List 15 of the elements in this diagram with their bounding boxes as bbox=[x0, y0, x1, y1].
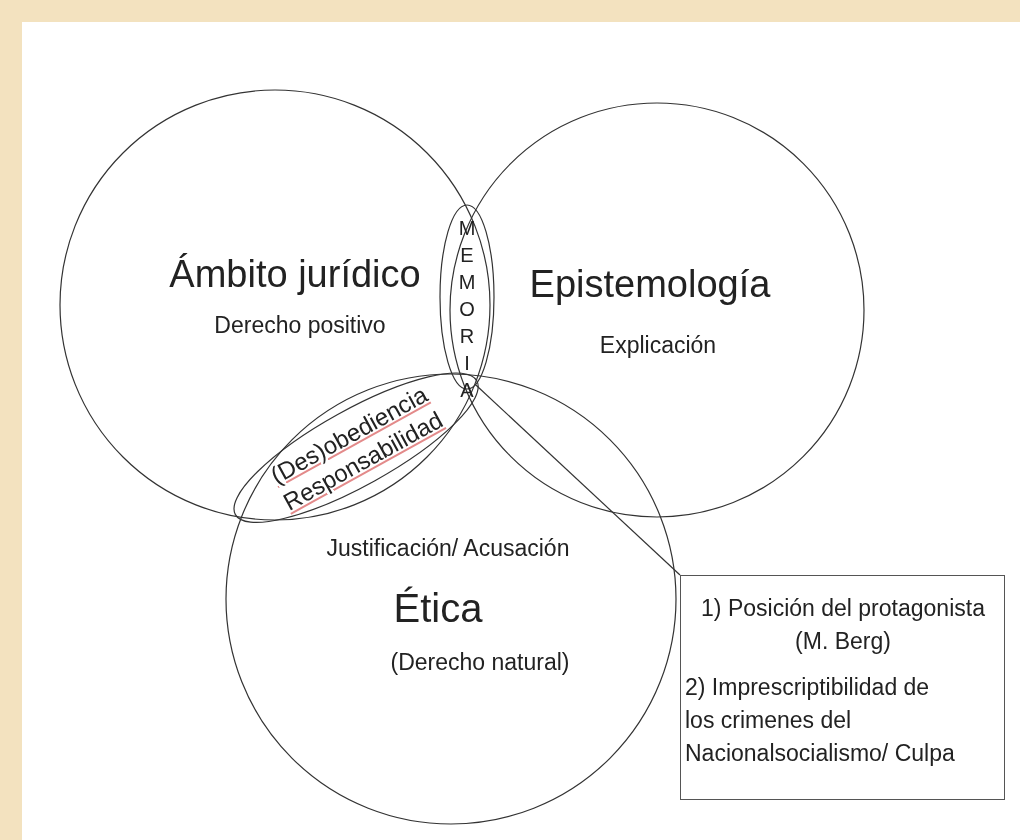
circle-title: Epistemología bbox=[529, 263, 771, 307]
note-box bbox=[680, 575, 1005, 800]
venn-circle bbox=[60, 90, 490, 520]
note-text: 2) Imprescriptibilidad de los crimenes del Nacionalsocialismo/ Culpa bbox=[685, 673, 956, 768]
circle-subtitle: Justificación/ Acusación bbox=[326, 534, 570, 562]
circle-title: Ética bbox=[393, 585, 483, 631]
note-text: 1) Posición del protagonista (M. Berg) bbox=[700, 594, 986, 656]
circle-subtitle: Explicación bbox=[599, 331, 717, 359]
venn-circle bbox=[450, 103, 864, 517]
overlap-ellipse bbox=[233, 373, 479, 523]
circle-title: Ámbito jurídico bbox=[169, 253, 421, 297]
leader-line bbox=[474, 383, 681, 576]
circle-subtitle: Derecho positivo bbox=[214, 311, 386, 339]
circle-subtitle: (Derecho natural) bbox=[390, 648, 570, 676]
venn-circle bbox=[226, 374, 676, 824]
